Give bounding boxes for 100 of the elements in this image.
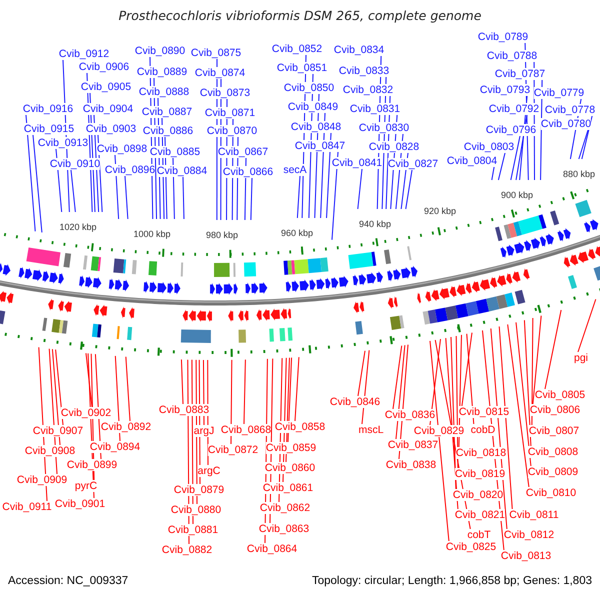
leader-line	[461, 332, 472, 406]
leader-line	[524, 320, 532, 446]
position-label: 1020 kbp	[59, 222, 97, 232]
gene-label: Cvib_0913	[38, 137, 88, 149]
gene-label: Cvib_0830	[358, 122, 410, 134]
leader-line	[244, 359, 246, 424]
gene-label: Cvib_0858	[274, 421, 326, 433]
gene-label: Cvib_0890	[134, 45, 186, 57]
gene-label: Cvib_0803	[464, 141, 514, 153]
gene-label: Cvib_0825	[446, 541, 496, 553]
gene-label: Cvib_0793	[480, 84, 530, 96]
gene-label: Cvib_0838	[386, 459, 436, 471]
leader-line	[532, 315, 542, 404]
leader-line	[507, 324, 530, 488]
gene-label: Cvib_0870	[206, 125, 258, 137]
leader-line	[32, 134, 42, 233]
gene-label: Cvib_0915	[24, 123, 74, 135]
gene-label: Cvib_0902	[60, 407, 112, 419]
gene-label: Cvib_0861	[262, 482, 314, 494]
leader-line	[392, 345, 402, 410]
gene-label: Cvib_0847	[294, 140, 346, 152]
gene-label: Cvib_0892	[100, 421, 152, 433]
gene-label: Cvib_0789	[478, 31, 528, 43]
leader-line	[26, 114, 36, 232]
leader-line	[544, 310, 562, 390]
gene-label: Cvib_0862	[260, 502, 310, 514]
gene-label: Cvib_0820	[452, 489, 504, 501]
gene-label: Cvib_0846	[330, 396, 380, 408]
gene-label: Cvib_0860	[264, 462, 316, 474]
gene-label: Cvib_0834	[334, 44, 384, 56]
gene-label: Cvib_0880	[170, 504, 222, 516]
leader-line	[52, 348, 60, 446]
leader-line	[466, 333, 474, 424]
leader-line	[578, 298, 596, 352]
gene-label: Cvib_0804	[446, 155, 498, 167]
gene-label: Cvib_0885	[150, 146, 200, 158]
gene-label: Cvib_0859	[266, 442, 316, 454]
gene-label: Cvib_0911	[2, 501, 52, 513]
leader-line	[430, 338, 441, 426]
gene-label: Cvib_0807	[528, 425, 580, 437]
gene-label: Cvib_0888	[138, 86, 190, 98]
gene-label: pyrC	[74, 480, 98, 492]
leader-line	[498, 326, 513, 510]
leader-line	[498, 152, 506, 180]
position-label: 1000 kbp	[133, 229, 171, 239]
gene-label: Cvib_0909	[16, 474, 68, 486]
gene-label: Cvib_0907	[32, 425, 84, 437]
leader-line	[531, 317, 534, 426]
gene-label: Cvib_0848	[290, 121, 342, 133]
gene-label: Cvib_0796	[486, 124, 536, 136]
gene-label: Cvib_0881	[168, 524, 218, 536]
gene-label: Cvib_0912	[58, 48, 110, 60]
accession-text: Accession: NC_009337	[8, 575, 128, 587]
diagram-title: Prosthecochloris vibrioformis DSM 265, complete genome	[118, 8, 482, 23]
gene-label: Cvib_0828	[368, 141, 420, 153]
gene-label: Cvib_0832	[342, 84, 394, 96]
gene-label: Cvib_0813	[500, 550, 552, 562]
gene-label: Cvib_0810	[526, 487, 576, 499]
leader-line	[430, 340, 450, 542]
leader-line	[510, 136, 520, 180]
position-label: 880 kbp	[562, 169, 596, 179]
gene-label: Cvib_0849	[288, 101, 338, 113]
gene-label: Cvib_0778	[544, 104, 596, 116]
gene-label: Cvib_0884	[156, 165, 208, 177]
leader-line	[331, 152, 338, 240]
gene-label: Cvib_0903	[86, 123, 136, 135]
leader-line	[288, 357, 292, 442]
gene-label: Cvib_0898	[96, 143, 148, 155]
gene-label: Cvib_0787	[494, 68, 546, 80]
position-label: 900 kbp	[500, 190, 534, 200]
gene-label: Cvib_0868	[220, 424, 272, 436]
gene-label: Cvib_0874	[194, 67, 246, 79]
leader-line	[326, 132, 332, 218]
leader-line	[85, 352, 92, 408]
gene-label: Cvib_0867	[218, 146, 268, 158]
gene-label: cobD	[470, 424, 496, 436]
leader-line	[230, 359, 232, 444]
position-label: 980 kbp	[206, 230, 238, 240]
gene-label: Cvib_0805	[534, 389, 586, 401]
gene-label: secA	[283, 164, 307, 176]
genome-summary-text: Topology: circular; Length: 1,966,858 bp; Genes: 1,803	[312, 575, 592, 587]
gene-label: argJ	[194, 425, 214, 437]
gene-label: Cvib_0827	[388, 158, 438, 170]
gene-label: pgi	[574, 352, 588, 364]
gene-label: Cvib_0879	[174, 484, 224, 496]
gene-label: Cvib_0809	[528, 466, 578, 478]
gene-label: Cvib_0831	[350, 103, 400, 115]
leader-line	[296, 176, 300, 218]
gene-label: Cvib_0841	[332, 157, 382, 169]
leader-line	[294, 356, 300, 422]
gene-label: Cvib_0872	[208, 444, 258, 456]
gene-label: Cvib_0906	[78, 61, 130, 73]
gene-label: Cvib_0779	[534, 87, 584, 99]
gene-label: Cvib_0899	[66, 459, 118, 471]
gene-label: Cvib_0836	[384, 409, 436, 421]
gene-label: Cvib_0852	[272, 43, 322, 55]
gene-label: Cvib_0887	[142, 106, 192, 118]
leader-line	[516, 322, 532, 466]
gene-label: Cvib_0904	[82, 103, 134, 115]
leader-line	[125, 356, 130, 422]
